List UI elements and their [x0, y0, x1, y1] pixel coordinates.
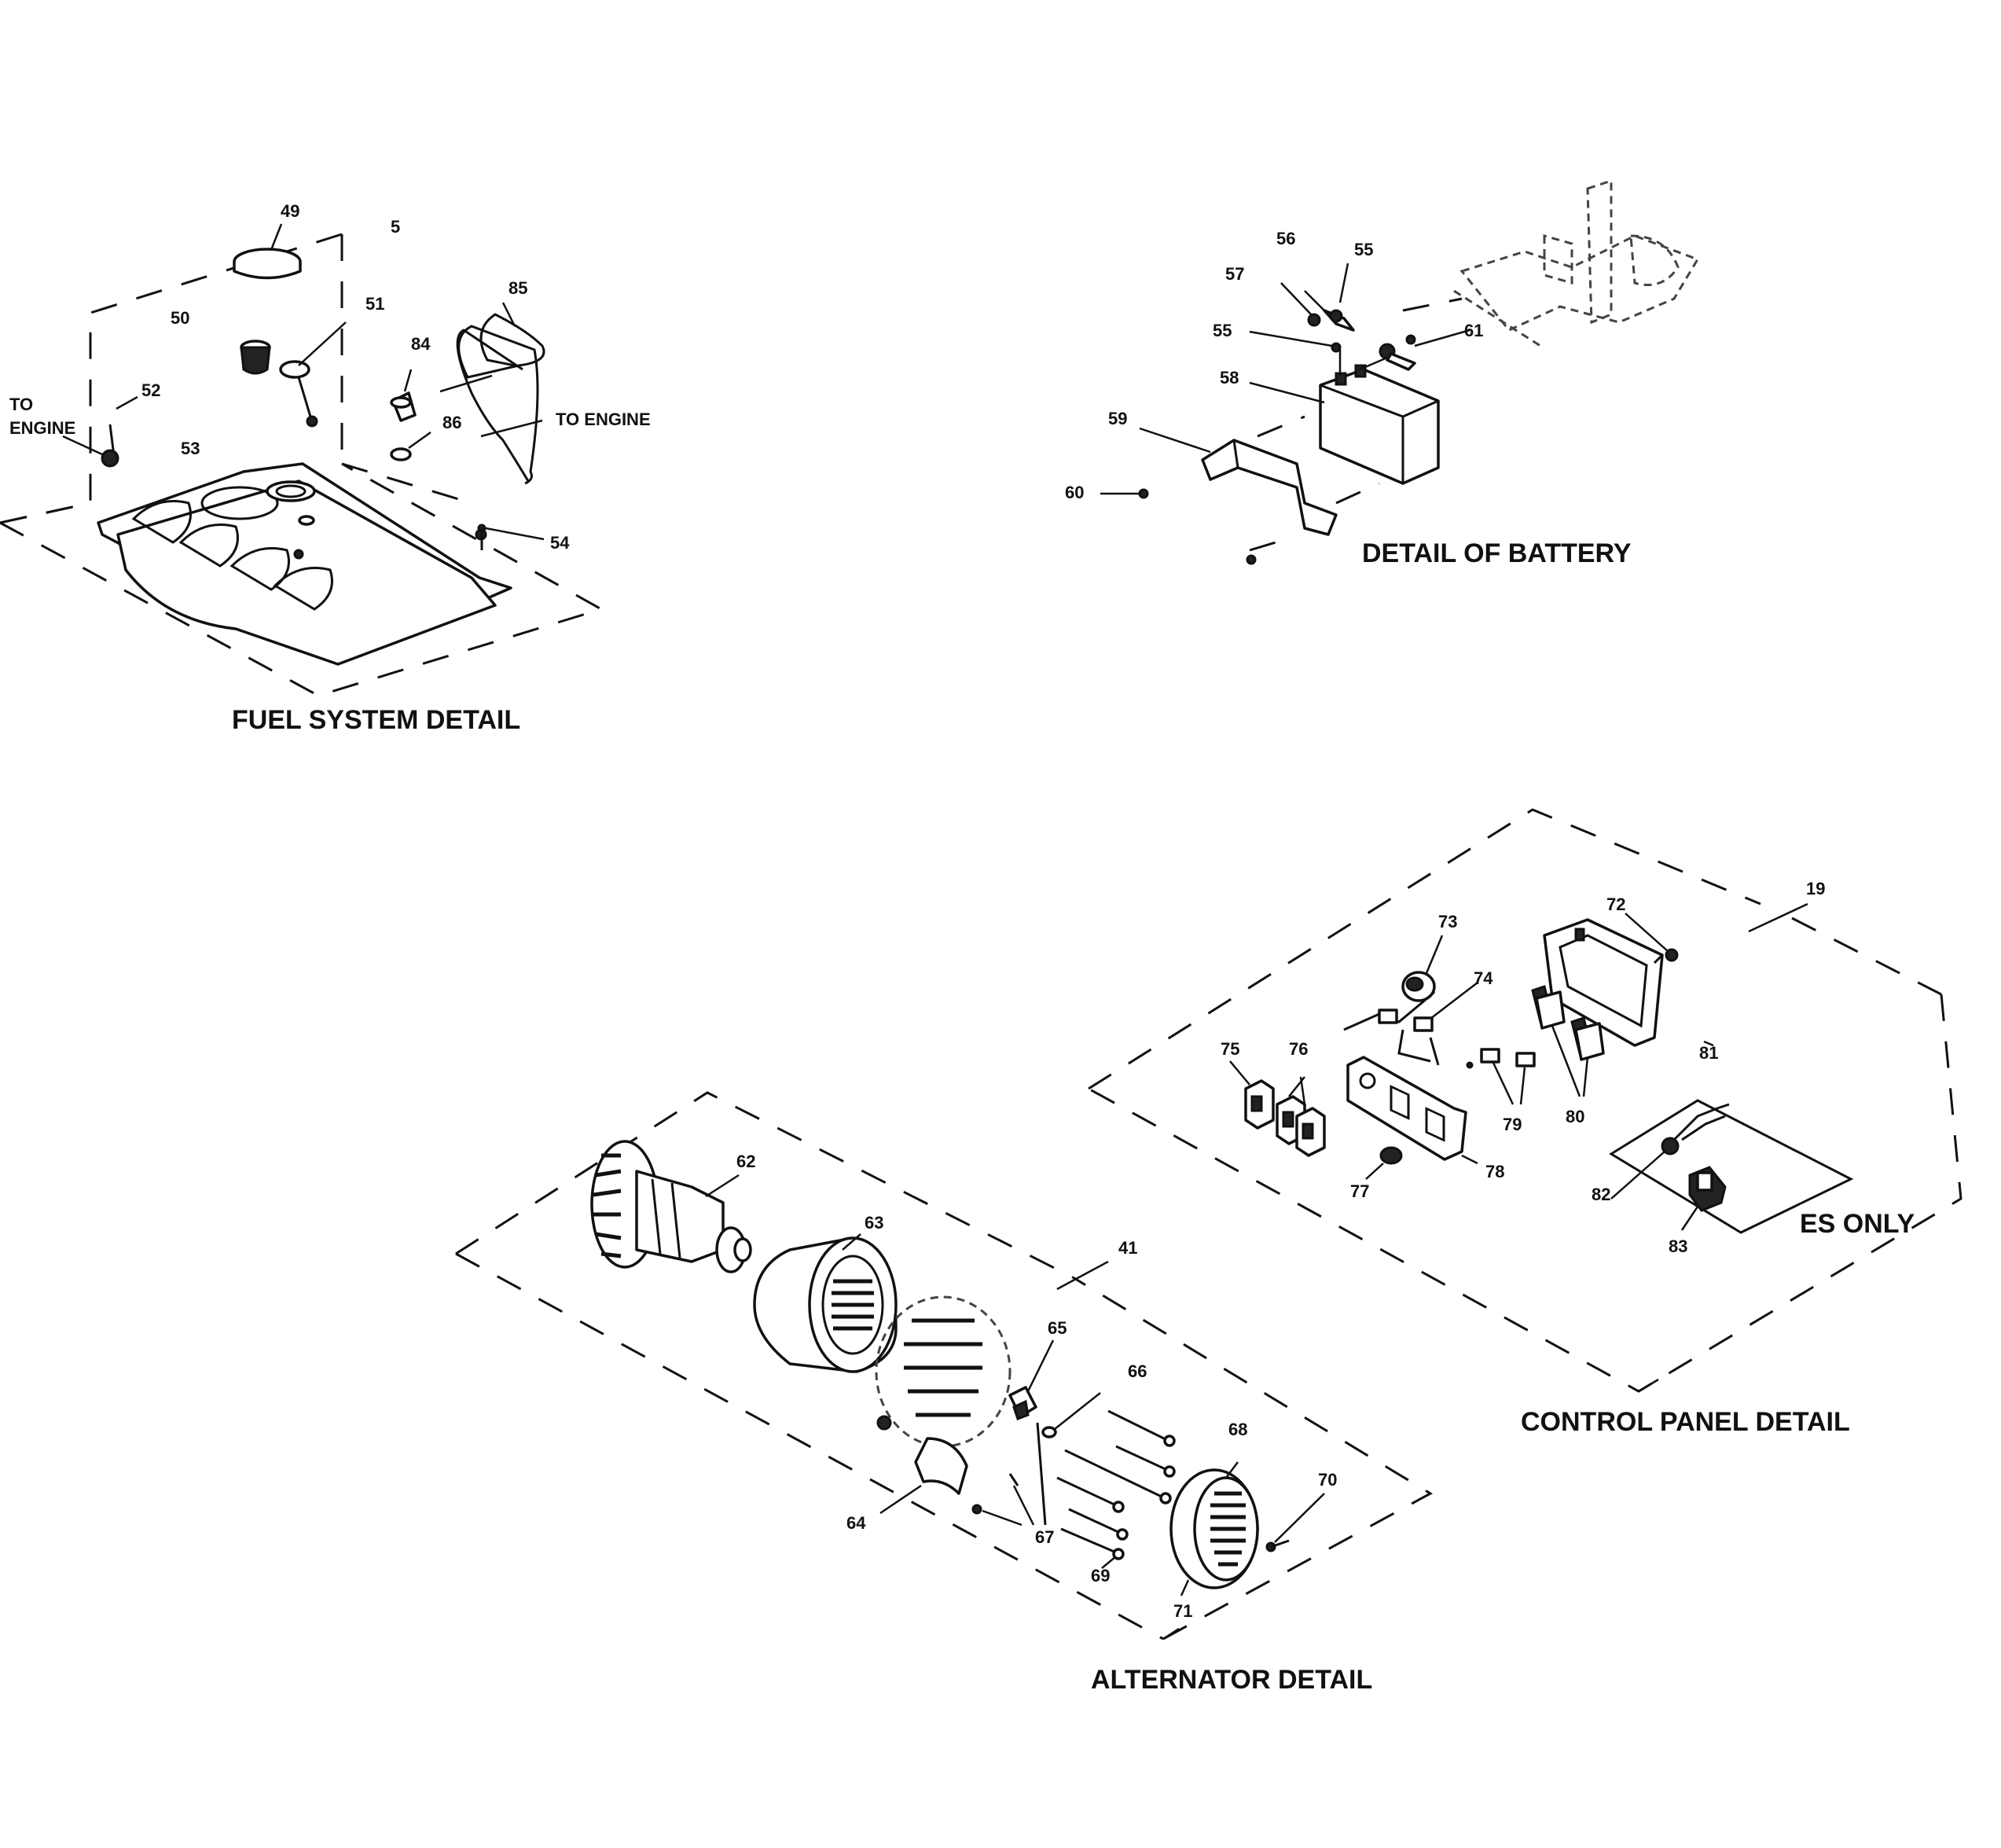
callout-84: 84 — [411, 334, 431, 354]
callout-54: 54 — [550, 533, 570, 553]
wiring-harness — [1343, 982, 1478, 1066]
panel-housing — [1543, 918, 1664, 1047]
callout-80: 80 — [1566, 1107, 1584, 1126]
callout-70: 70 — [1318, 1470, 1337, 1490]
battery — [1319, 364, 1440, 485]
control-panel-caption: CONTROL PANEL DETAIL — [1521, 1407, 1850, 1437]
fuel-cap — [233, 223, 302, 280]
circuit-breaker — [1401, 935, 1444, 1002]
fuel-tank — [97, 462, 512, 666]
callout-67: 67 — [1035, 1527, 1054, 1547]
callout-78: 78 — [1485, 1162, 1504, 1181]
tank-screw — [477, 524, 545, 550]
callout-65: 65 — [1048, 1318, 1067, 1338]
callout-numbers: 49 5 50 51 85 84 52 53 86 54 56 55 57 55… — [141, 201, 1825, 1621]
callout-49: 49 — [281, 201, 299, 221]
cover-screw — [1265, 1493, 1325, 1552]
alternator-caption: ALTERNATOR DETAIL — [1091, 1665, 1372, 1695]
long-bolt — [1101, 1556, 1117, 1569]
battery-detail — [1100, 178, 1700, 565]
control-panel-detail — [1088, 808, 1962, 1393]
panel-switches — [1531, 985, 1605, 1097]
callout-51: 51 — [365, 294, 384, 314]
alternator-dashed-boundary — [455, 1091, 1434, 1640]
alternator-detail — [455, 1091, 1434, 1640]
captions: FUEL SYSTEM DETAIL DETAIL OF BATTERY CON… — [232, 538, 1915, 1695]
callout-71: 71 — [1173, 1601, 1192, 1621]
es-switch — [1680, 1166, 1727, 1231]
callout-86: 86 — [442, 413, 461, 432]
callout-50: 50 — [171, 308, 189, 328]
callout-85: 85 — [509, 278, 527, 298]
callout-57: 57 — [1225, 264, 1244, 284]
to-engine-right: TO ENGINE — [556, 410, 651, 429]
fuel-gauge — [279, 321, 347, 428]
to-engine-left-line1: TO — [9, 395, 33, 414]
outlet-covers — [1229, 1060, 1326, 1157]
control-panel-plate — [1346, 1056, 1478, 1165]
callout-75: 75 — [1221, 1039, 1239, 1059]
callout-55: 55 — [1213, 321, 1232, 340]
notes: TO ENGINE TO ENGINE — [9, 395, 651, 438]
rotor — [590, 1140, 752, 1273]
callout-58: 58 — [1220, 368, 1239, 388]
stator — [753, 1233, 898, 1373]
battery-caption: DETAIL OF BATTERY — [1362, 538, 1632, 568]
callout-66: 66 — [1128, 1361, 1147, 1381]
battery-leaders — [1100, 263, 1470, 495]
callout-60: 60 — [1065, 483, 1084, 502]
control-dashed-boundary — [1088, 808, 1962, 1393]
fuel-valve — [62, 395, 138, 468]
rear-cover — [1169, 1461, 1259, 1596]
fuel-dashed-boundary — [0, 233, 604, 697]
callout-56: 56 — [1276, 229, 1295, 248]
callout-83: 83 — [1669, 1236, 1687, 1256]
callout-73: 73 — [1438, 912, 1457, 931]
fuel-strainer — [240, 340, 271, 375]
callout-63: 63 — [865, 1213, 883, 1233]
battery-dashes — [1249, 297, 1463, 552]
callout-72: 72 — [1606, 895, 1625, 914]
to-engine-left-line2: ENGINE — [9, 418, 75, 438]
bracket-screws — [971, 1422, 1047, 1527]
fuel-line — [439, 302, 545, 485]
brush-holder — [1008, 1339, 1055, 1420]
end-bracket — [875, 1295, 1012, 1515]
callout-55-top: 55 — [1354, 240, 1373, 259]
callout-68: 68 — [1228, 1420, 1247, 1439]
battery-tray — [1201, 439, 1338, 536]
fuel-system-caption: FUEL SYSTEM DETAIL — [232, 705, 520, 735]
panel-connectors — [1466, 1048, 1536, 1105]
callout-74: 74 — [1474, 968, 1493, 988]
callout-69: 69 — [1091, 1566, 1110, 1585]
callout-19: 19 — [1806, 879, 1825, 898]
callout-79: 79 — [1503, 1115, 1522, 1134]
callout-61: 61 — [1464, 321, 1483, 340]
callout-62: 62 — [736, 1152, 755, 1171]
fuel-system-detail — [0, 223, 604, 697]
battery-terminals — [1138, 309, 1416, 565]
battery-frame-ghost — [1453, 178, 1700, 347]
callout-59: 59 — [1108, 409, 1127, 428]
fuel-filter — [390, 369, 431, 461]
housing-nut — [1625, 913, 1679, 962]
callout-82: 82 — [1592, 1185, 1610, 1204]
callout-53: 53 — [181, 439, 200, 458]
callout-41: 41 — [1118, 1238, 1137, 1258]
callout-5: 5 — [391, 217, 400, 237]
callout-52: 52 — [141, 380, 160, 400]
callout-76: 76 — [1289, 1039, 1308, 1059]
es-only-caption: ES ONLY — [1800, 1209, 1915, 1239]
es-harness — [1610, 1103, 1730, 1200]
callout-81: 81 — [1699, 1043, 1718, 1063]
callout-77: 77 — [1350, 1181, 1369, 1201]
panel-knob — [1365, 1146, 1403, 1180]
callout-64: 64 — [846, 1513, 866, 1533]
through-bolts — [1041, 1392, 1176, 1560]
